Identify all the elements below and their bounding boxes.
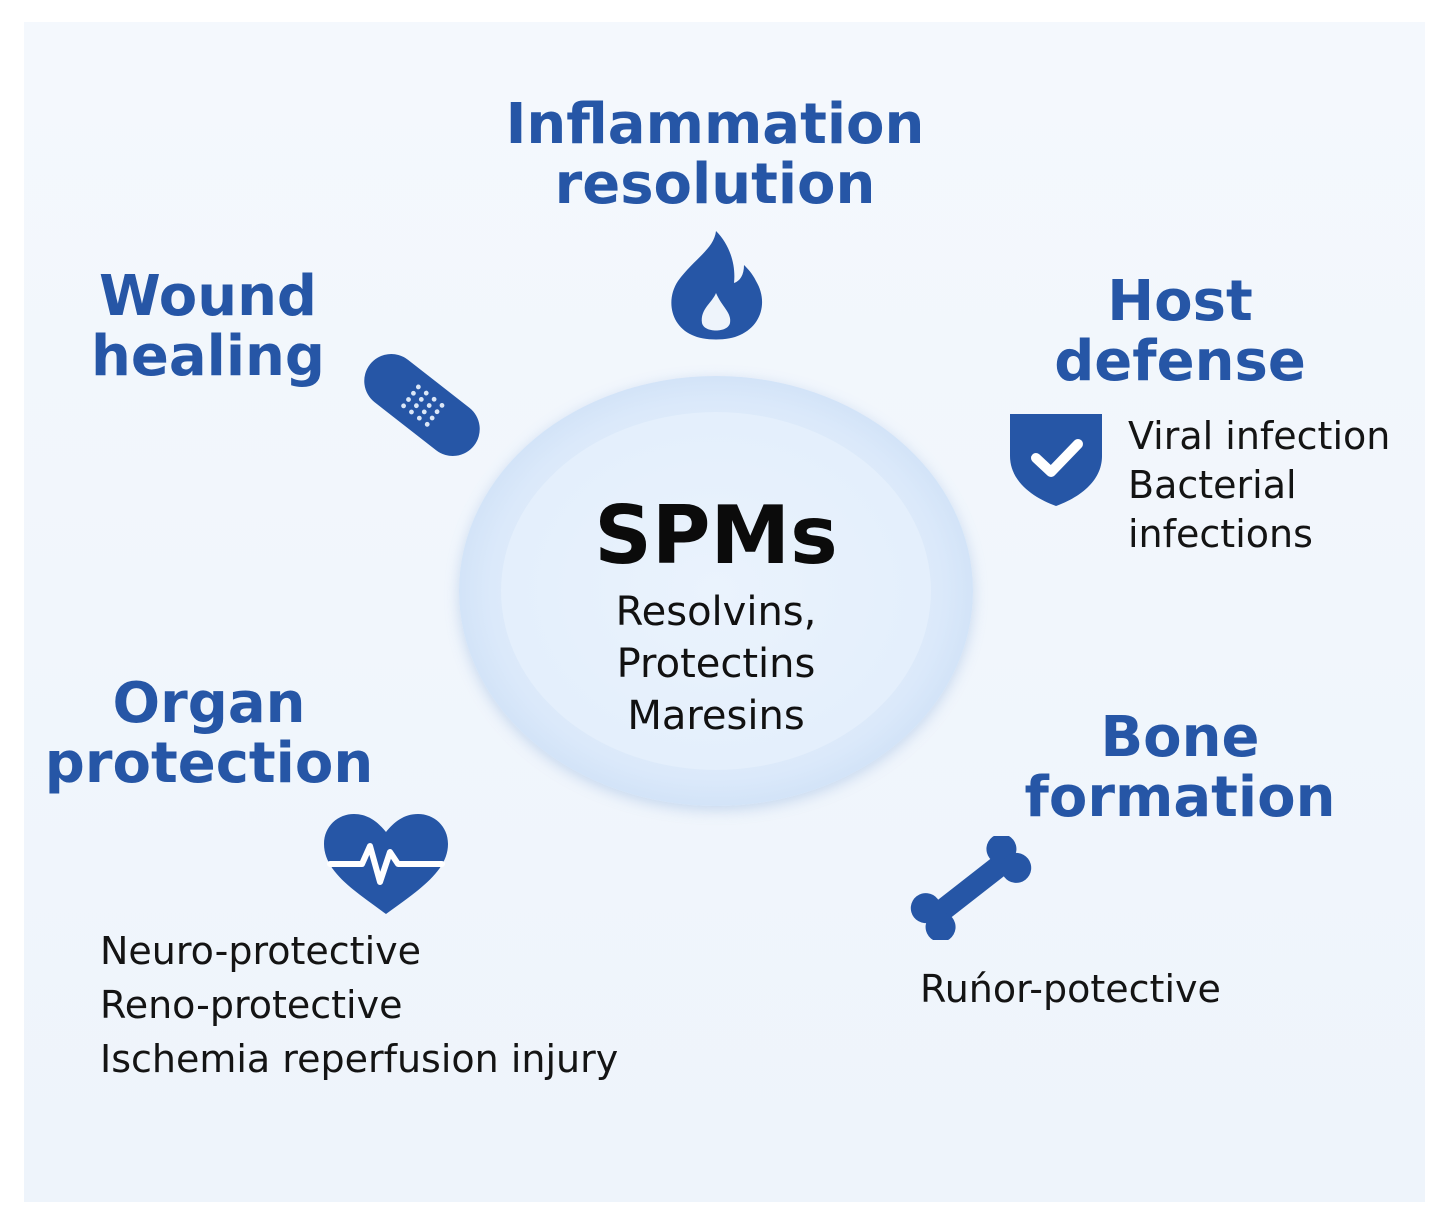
organ-protection-details: Neuro-protective Reno-protective Ischemi… [100,924,760,1086]
host-defense-details: Viral infection Bacterial infections [1128,412,1438,559]
detail-ischemia-reperfusion: Ischemia reperfusion injury [100,1037,619,1081]
detail-bacterial: Bacterial [1128,463,1297,507]
spm-maresins: Maresins [627,693,805,739]
detail-reno-protective: Reno-protective [100,983,403,1027]
inflammation-resolution-title: Inflammation resolution [505,92,925,217]
host-defense-title: Host defense [1054,269,1306,394]
bone-formation-title: Bone formation [1024,705,1336,830]
bone-formation-details: Ruńor-potective [920,962,1340,1016]
heart-pulse-icon [324,814,448,914]
detail-infections: infections [1128,512,1313,556]
spm-protectins: Protectins [616,641,816,687]
spms-title: SPMs [594,489,838,582]
spms-list: Resolvins, Protectins Maresins [459,586,973,742]
spms-center-circle: SPMs Resolvins, Protectins Maresins [459,376,973,806]
detail-neuro-protective: Neuro-protective [100,929,421,973]
wound-healing-title: Wound healing [91,264,325,389]
shield-check-icon [1010,414,1102,506]
flame-icon [671,231,763,340]
detail-viral-infection: Viral infection [1128,414,1391,458]
center-inner-ring [501,412,931,770]
spm-resolvins: Resolvins, [615,589,817,635]
organ-protection-title: Organ protection [44,671,374,796]
detail-runor-potective: Ruńor-potective [920,967,1221,1011]
bone-icon [910,836,1032,940]
bandage-icon [364,353,480,457]
